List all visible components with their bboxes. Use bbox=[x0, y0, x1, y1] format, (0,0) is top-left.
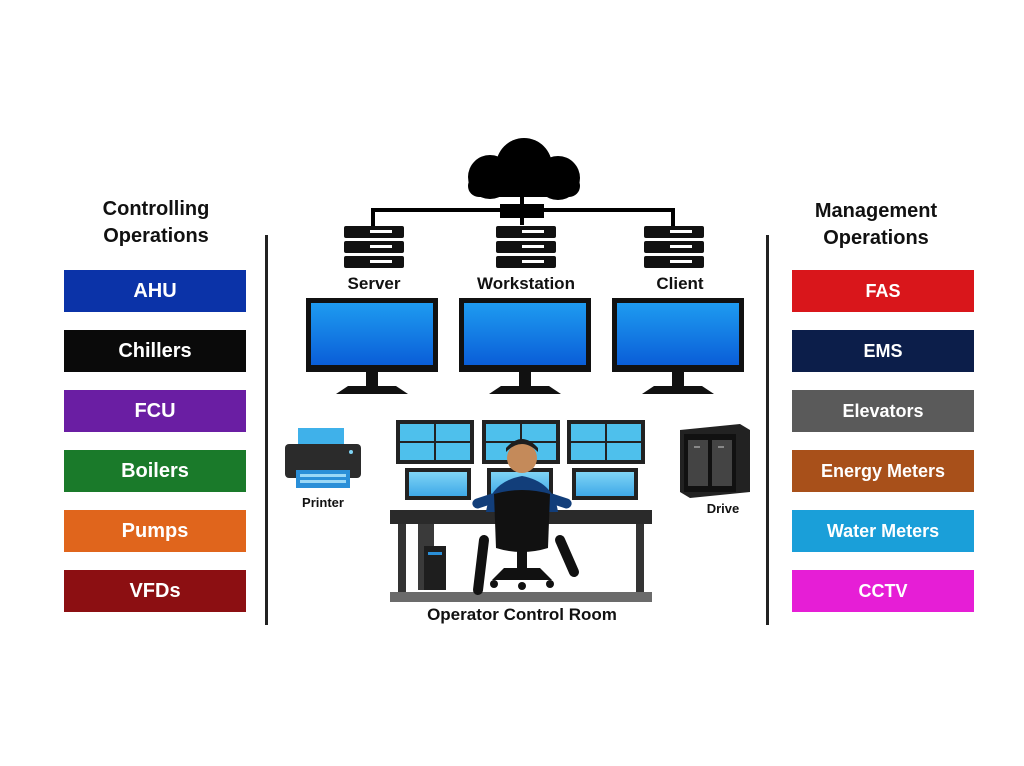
left-item-vfds: VFDs bbox=[64, 570, 246, 612]
left-item-fcu: FCU bbox=[64, 390, 246, 432]
management-operations-title: Management Operations bbox=[814, 200, 938, 249]
left-item-boilers: Boilers bbox=[64, 450, 246, 492]
network-switch-icon bbox=[500, 204, 544, 218]
left-item-ahu: AHU bbox=[64, 270, 246, 312]
cloud-icon bbox=[468, 138, 580, 200]
drive-label: Drive bbox=[706, 501, 740, 516]
workstation-monitor-icon bbox=[459, 298, 591, 394]
controlling-operations-title: Controlling Operations bbox=[102, 198, 210, 247]
client-monitor-icon bbox=[612, 298, 744, 394]
workstation-server-icon bbox=[496, 226, 556, 268]
server-monitor-icon bbox=[306, 298, 438, 394]
workstation-label: Workstation bbox=[477, 274, 575, 293]
client-server-icon bbox=[644, 226, 704, 268]
operator-control-room-label: Operator Control Room bbox=[427, 605, 617, 624]
printer-label: Printer bbox=[302, 495, 344, 510]
right-divider bbox=[766, 235, 769, 625]
operator-icon bbox=[472, 439, 579, 595]
client-label: Client bbox=[656, 274, 704, 293]
right-item-water-meters: Water Meters bbox=[792, 510, 974, 552]
printer-icon bbox=[285, 428, 361, 488]
server-icon bbox=[344, 226, 404, 268]
right-item-energy-meters: Energy Meters bbox=[792, 450, 974, 492]
left-item-pumps: Pumps bbox=[64, 510, 246, 552]
left-divider bbox=[265, 235, 268, 625]
drive-icon bbox=[680, 424, 750, 498]
right-item-elevators: Elevators bbox=[792, 390, 974, 432]
right-item-ems: EMS bbox=[792, 330, 974, 372]
server-label: Server bbox=[347, 274, 401, 293]
right-item-cctv: CCTV bbox=[792, 570, 974, 612]
right-item-fas: FAS bbox=[792, 270, 974, 312]
left-item-chillers: Chillers bbox=[64, 330, 246, 372]
control-room-illustration bbox=[390, 420, 652, 602]
